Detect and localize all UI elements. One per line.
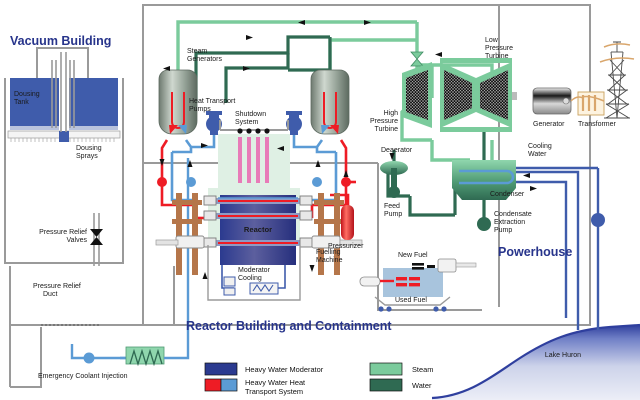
moderator-cooling-label-line2: Cooling: [238, 275, 262, 282]
legend-label-hts-line1: Heavy Water Heat: [245, 378, 305, 387]
vacuum-building: Vacuum Building Dousing Tank Dousing Spr…: [7, 34, 121, 160]
steam-generator-right: [310, 69, 350, 135]
heat-transport-pumps-label-line1: Heat Transport: [189, 98, 235, 105]
condenser: Condenser Condensate Extraction Pump: [452, 132, 532, 234]
legend-swatch-steam: [369, 362, 403, 376]
legend-label-water: Water: [412, 381, 432, 390]
legend-swatch-water: [369, 378, 403, 392]
pressurizer: Pressurizer: [328, 205, 364, 250]
reactor-building-title: Reactor Building and Containment: [186, 319, 392, 333]
cold-leg-node-left: [186, 177, 196, 187]
fuelling-machine-right: [311, 193, 363, 275]
legend-label-moderator: Heavy Water Moderator: [245, 365, 324, 374]
moderator-cooling-label-line1: Moderator: [238, 267, 271, 274]
powerhouse-title: Powerhouse: [498, 245, 572, 259]
low-pressure-turbine: Low Pressure Turbine: [440, 37, 513, 132]
hot-leg-node-right: [341, 177, 351, 187]
hp-turbine-label-line1: High: [384, 110, 399, 117]
high-pressure-turbine: High Pressure Turbine: [370, 62, 432, 133]
shutdown-system-label-line2: System: [235, 119, 259, 126]
pressurizer-label: Pressurizer: [328, 243, 364, 250]
feed-pump-label-line2: Pump: [384, 211, 402, 218]
deaerator-label: Deaerator: [381, 147, 413, 154]
reactor-label: Reactor: [244, 225, 272, 234]
condensate-pump-label-line1: Condensate: [494, 211, 532, 218]
steam-generator-left: [158, 69, 198, 135]
building-outlines: [4, 4, 591, 388]
transmission-tower: [581, 41, 635, 119]
legend-swatch-hts-cold: [220, 378, 238, 392]
cooling-water-label-line2: Water: [528, 151, 547, 158]
dousing-tank-label-line1: Dousing: [14, 91, 40, 98]
pressure-relief-duct-label-line1: Pressure Relief: [33, 283, 81, 290]
condensate-pump-label-line2: Extraction: [494, 219, 525, 226]
pressure-relief-duct-label-line2: Duct: [43, 291, 57, 298]
feed-pump-label-line1: Feed: [384, 203, 400, 210]
vacuum-building-wall: [4, 78, 124, 264]
pressure-relief-valves-label-line2: Valves: [67, 237, 88, 244]
hp-turbine-label-line2: Pressure: [370, 118, 398, 125]
legend-swatch-hts-hot: [204, 378, 222, 392]
cold-leg-node-right: [312, 177, 322, 187]
fuelling-machine-label-line1: Fuelling: [316, 249, 341, 256]
condenser-label: Condenser: [490, 191, 525, 198]
hot-leg-node-left: [157, 177, 167, 187]
lake-huron: Lake Huron: [431, 323, 640, 400]
lp-turbine-label-line1: Low: [485, 37, 499, 44]
pressure-relief-valves-label-line1: Pressure Relief: [39, 229, 87, 236]
heat-transport-pump-left: [206, 111, 222, 135]
fuelling-machine-label-line2: Machine: [316, 257, 343, 264]
steam-generators-label-line1: Steam: [187, 48, 207, 55]
heat-transport-pump-right: [286, 111, 302, 135]
dousing-sprays-label-line2: Sprays: [76, 153, 98, 160]
reactor-assembly: Shutdown System Reactor: [203, 111, 313, 265]
vacuum-building-title: Vacuum Building: [10, 34, 111, 48]
pressure-relief: Pressure Relief Valves Pressure Relief D…: [33, 213, 103, 326]
legend-label-hts-line2: Transport System: [245, 387, 303, 396]
generator-label: Generator: [533, 121, 565, 128]
hp-turbine-label-line3: Turbine: [375, 126, 399, 133]
emergency-coolant-injection: Emergency Coolant Injection: [38, 158, 190, 380]
cooling-water-pump-icon: [591, 213, 605, 227]
deaerator: Deaerator Feed Pump: [380, 147, 413, 218]
emergency-coolant-injection-label: Emergency Coolant Injection: [38, 373, 128, 380]
lp-turbine-label-line2: Pressure: [485, 45, 513, 52]
dousing-tank-label-line2: Tank: [14, 99, 29, 106]
lake-huron-label: Lake Huron: [545, 352, 581, 359]
steam-generators-label-line2: Generators: [187, 56, 223, 63]
legend-label-steam: Steam: [412, 365, 433, 374]
moderator-cooling: Moderator Cooling: [207, 245, 301, 301]
condensate-extraction-pump-icon: [477, 217, 491, 231]
lp-turbine-label-line3: Turbine: [485, 53, 509, 60]
flow-arrows: [159, 20, 537, 279]
new-fuel-label: New Fuel: [398, 252, 428, 259]
transformer-label: Transformer: [578, 121, 617, 128]
shutdown-system-rods: [237, 128, 270, 183]
shutdown-system-label-line1: Shutdown: [235, 111, 266, 118]
legend-swatch-moderator: [204, 362, 238, 376]
pressure-relief-duct-wall: [9, 266, 175, 326]
used-fuel-label: Used Fuel: [395, 297, 427, 304]
dousing-sprays-label-line1: Dousing: [76, 145, 102, 152]
cooling-water-label-line1: Cooling: [528, 143, 552, 150]
steam-valve-icon: [410, 51, 424, 67]
condensate-pump-label-line3: Pump: [494, 227, 512, 234]
legend: Heavy Water Moderator Heavy Water Heat T…: [204, 362, 433, 396]
fuel-handling: New Fuel Used Fuel: [359, 252, 477, 312]
fuelling-machine-left: [155, 193, 205, 275]
containment-wall: [142, 4, 591, 326]
cooling-water-piping: [516, 166, 600, 330]
heat-transport-pumps-label-line2: Pumps: [189, 106, 211, 113]
